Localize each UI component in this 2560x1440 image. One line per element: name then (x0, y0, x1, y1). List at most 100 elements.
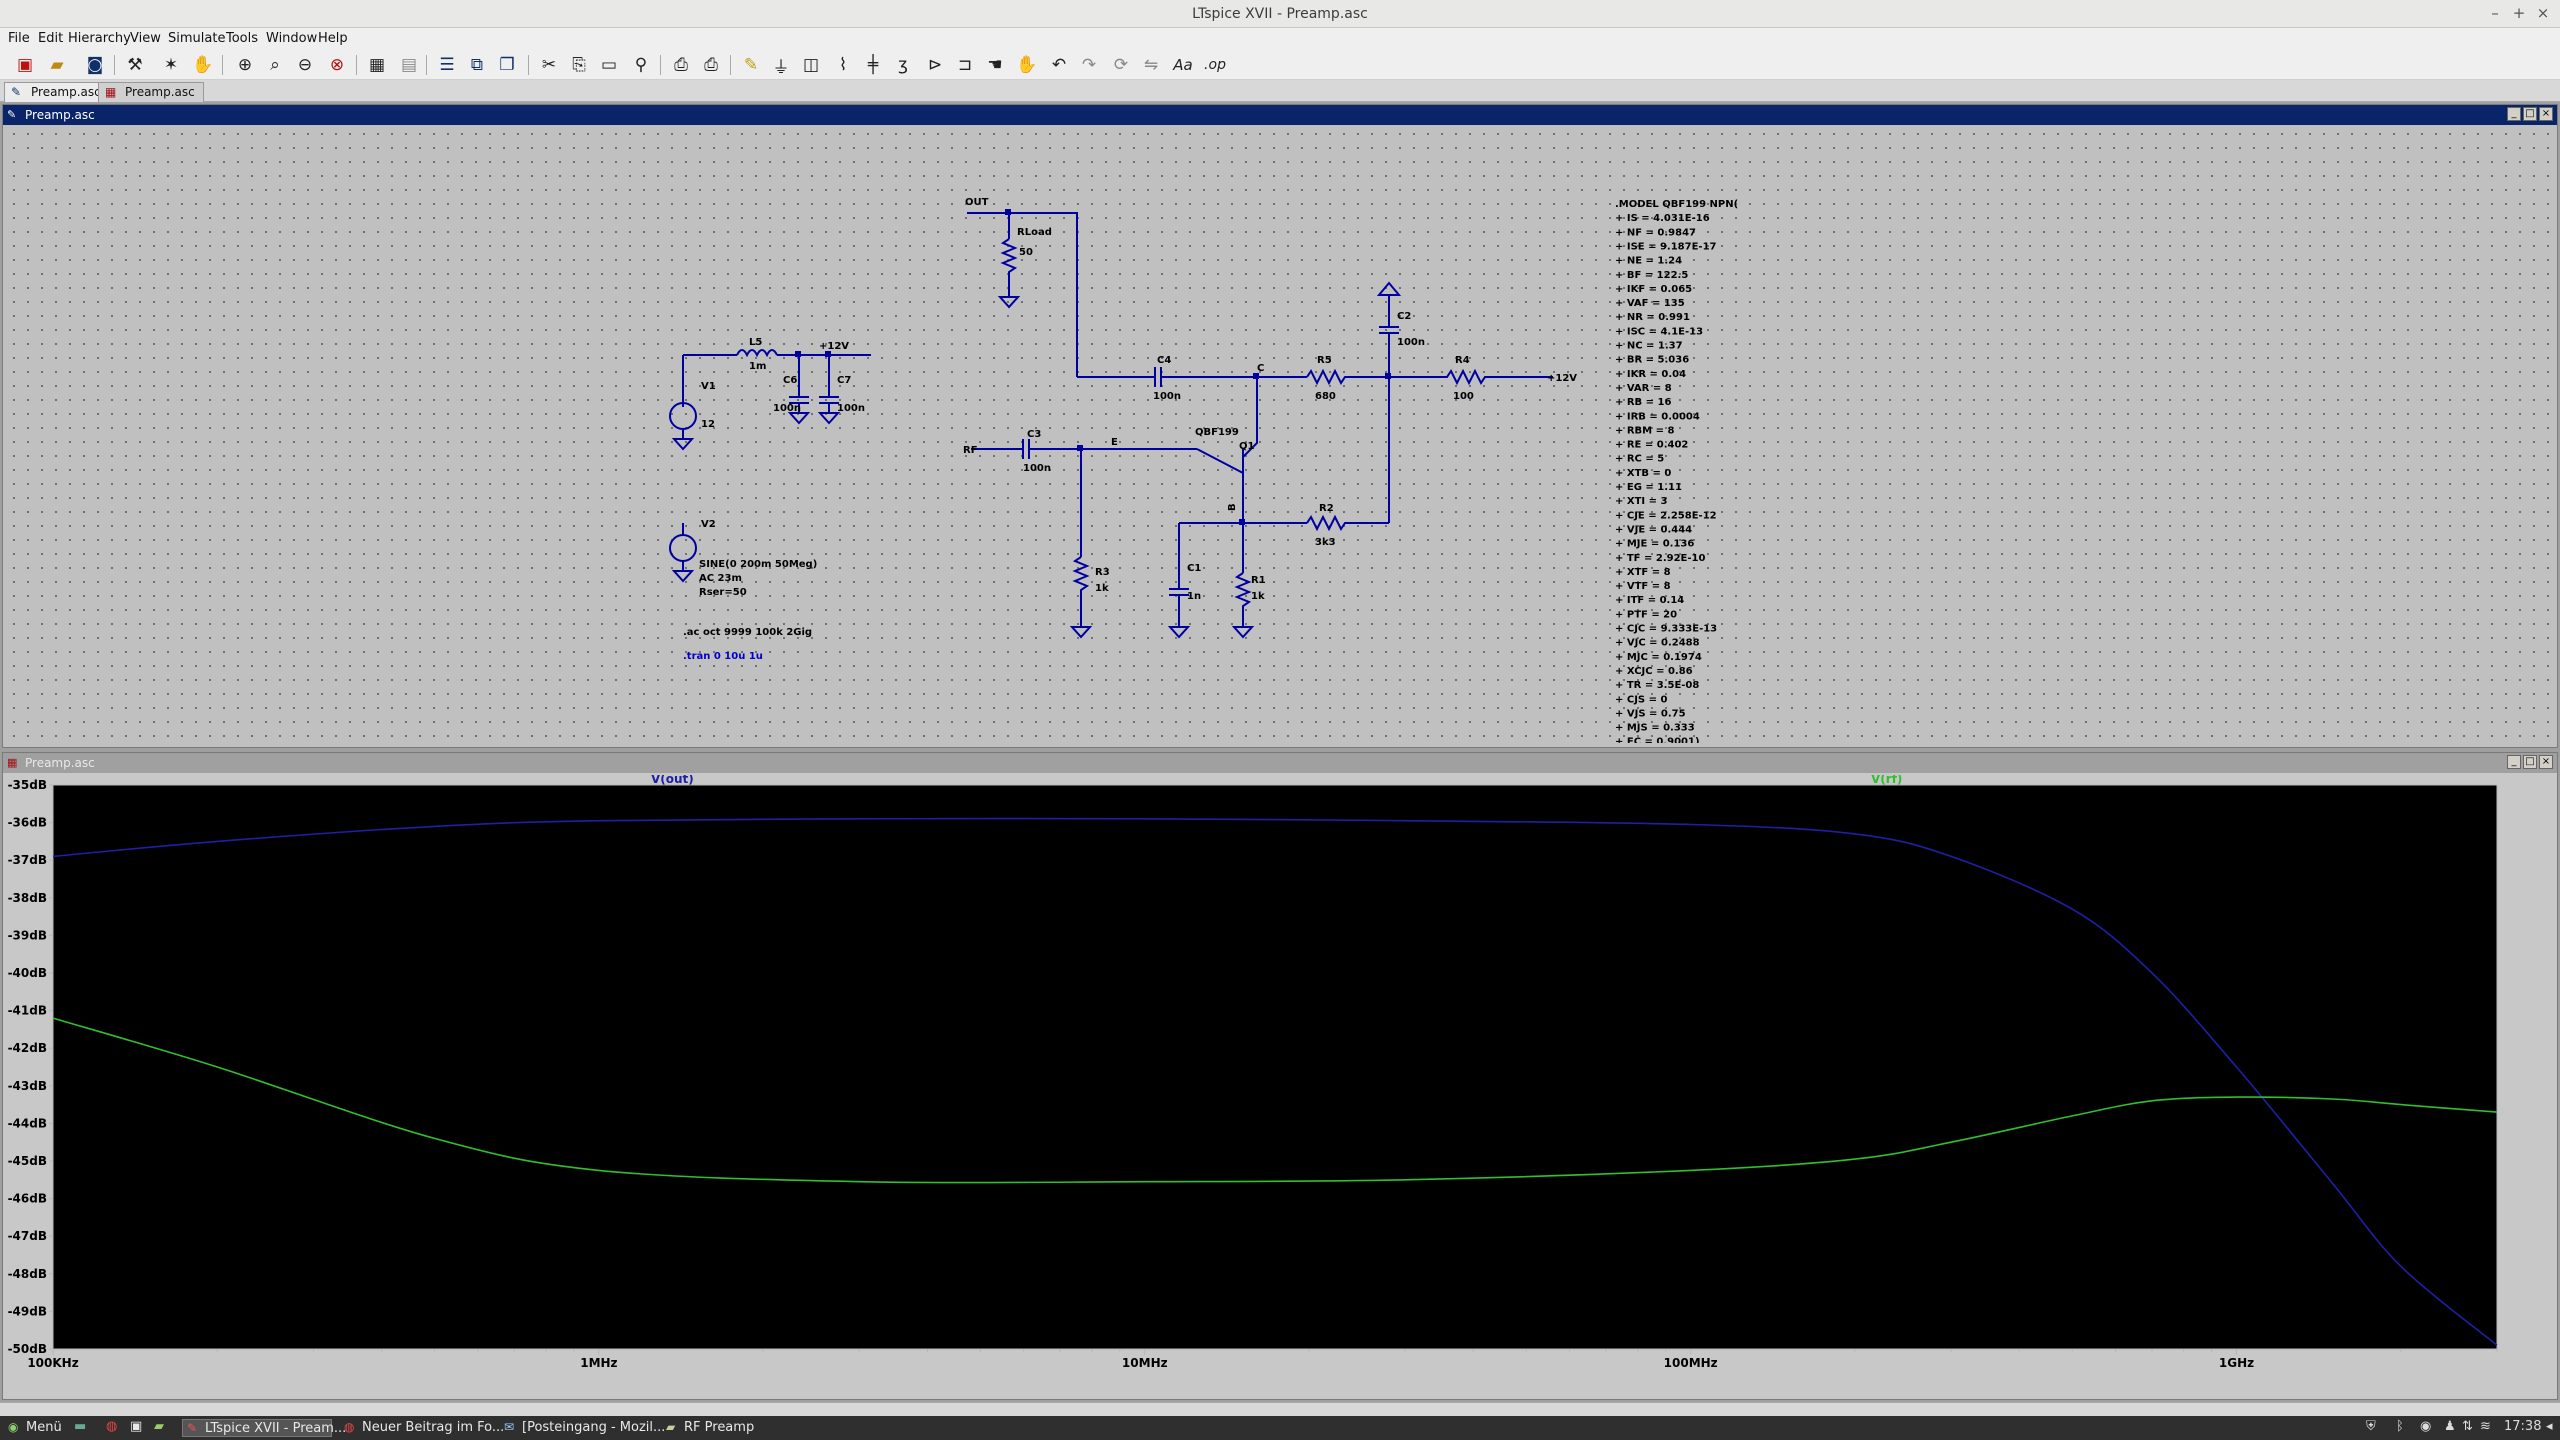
chrome-launcher-icon[interactable]: ◍ (106, 1419, 118, 1434)
taskbar-item-folder[interactable]: ▰ RF Preamp (662, 1419, 782, 1437)
print-setup-icon[interactable]: ⎙ (704, 55, 718, 75)
menu-edit[interactable]: Edit (38, 31, 64, 46)
network-icon[interactable]: ⇅ (2462, 1419, 2473, 1434)
trace-label-vrf[interactable]: V(rf) (1871, 775, 1902, 786)
rotate-icon[interactable]: ⟳ (1113, 55, 1129, 75)
wire-pencil-icon[interactable]: ✎ (743, 55, 759, 75)
ac-directive[interactable]: .ac oct 9999 100k 2Gig (683, 627, 812, 638)
start-menu-button[interactable]: ◉ Menü (4, 1419, 68, 1437)
taskbar-item-chrome[interactable]: ◍ Neuer Beitrag im Fo... (340, 1419, 504, 1437)
clock[interactable]: 17:38 (2504, 1419, 2542, 1434)
files-launcher-icon[interactable]: ▰ (154, 1419, 164, 1434)
menu-help[interactable]: Help (318, 31, 348, 46)
maximize-icon[interactable]: + (2512, 4, 2526, 22)
mirror-icon[interactable]: ⇋ (1143, 55, 1159, 75)
menu-window[interactable]: Window (266, 31, 318, 46)
taskbar-item-thunderbird[interactable]: ✉ [Posteingang - Mozil... (500, 1419, 665, 1437)
c7-value: 100n (837, 403, 865, 414)
pan-icon[interactable]: ⌕ (270, 55, 280, 75)
trace-label-vout[interactable]: V(out) (651, 775, 694, 786)
tile-horizontal-icon[interactable]: ☰ (439, 55, 455, 75)
terminal-launcher-icon[interactable]: ▣ (130, 1419, 143, 1434)
minimize-icon[interactable]: – (2491, 4, 2499, 22)
c6-value: 100n (773, 403, 801, 414)
control-panel-icon[interactable]: ⚒ (127, 55, 143, 75)
y-tick-label: -47dB (8, 1229, 47, 1243)
x-tick-label: 100KHz (27, 1356, 78, 1370)
waveform-plot[interactable]: -35dB-36dB-37dB-38dB-39dB-40dB-41dB-42dB… (3, 775, 2555, 1399)
undo-icon[interactable]: ↶ (1051, 55, 1067, 75)
inductor-icon[interactable]: ʒ (898, 55, 908, 75)
waveform-icon: ▦ (105, 85, 117, 99)
volume-icon[interactable]: ◂ (2546, 1419, 2553, 1434)
window-minimize-button[interactable]: _ (2507, 107, 2521, 121)
show-desktop-icon[interactable]: ▬ (74, 1419, 87, 1434)
tab-schematic[interactable]: ✎ Preamp.asc (4, 82, 110, 102)
zoom-out-icon[interactable]: ⊖ (297, 55, 313, 75)
autorange-icon[interactable]: ▦ (368, 55, 386, 75)
menu-tools[interactable]: Tools (226, 31, 259, 46)
paste-icon[interactable]: ▭ (600, 55, 618, 75)
grid-icon[interactable]: ▤ (400, 55, 418, 75)
mdi-area: ✎ Preamp.asc _ □ × (0, 102, 2560, 1402)
close-icon[interactable]: × (2536, 4, 2550, 22)
menu-simulate[interactable]: Simulate (168, 31, 226, 46)
window-minimize-button[interactable]: _ (2507, 755, 2521, 769)
r4-name: R4 (1455, 355, 1470, 366)
find-icon[interactable]: ⚲ (634, 55, 648, 75)
v2-value-line1: SINE(0 200m 50Meg) (699, 559, 817, 570)
zoom-in-icon[interactable]: ⊕ (237, 55, 253, 75)
redo-icon[interactable]: ↷ (1081, 55, 1097, 75)
net-label-c: C (1257, 363, 1264, 374)
shield-icon[interactable]: ⛨ (2366, 1419, 2376, 1434)
print-icon[interactable]: ⎙ (674, 55, 688, 75)
save-icon[interactable]: ◙ (86, 55, 104, 75)
spice-directive-tool[interactable]: .op (1204, 57, 1226, 73)
component-icon[interactable]: ⊐ (957, 55, 973, 75)
wifi-icon[interactable]: ≋ (2480, 1419, 2491, 1434)
text-tool[interactable]: Aa (1173, 56, 1193, 74)
window-close-button[interactable]: × (2539, 755, 2553, 769)
schematic-canvas[interactable]: OUT RLoad 50 L5 1m +12V V1 12 C6 100n C7… (7, 127, 2553, 762)
y-tick-label: -38dB (8, 891, 47, 905)
cascade-icon[interactable]: ❐ (499, 55, 515, 75)
tran-directive[interactable]: .tran 0 10u 1u (683, 651, 763, 662)
open-folder-icon[interactable]: ▰ (50, 55, 64, 75)
drag-hand-icon[interactable]: ☚ (987, 55, 1003, 75)
tab-waveform[interactable]: ▦ Preamp.asc (98, 82, 204, 102)
y-tick-label: -44dB (8, 1116, 47, 1130)
capacitor-icon[interactable]: ╪ (867, 55, 879, 75)
resistor-icon[interactable]: ⌇ (838, 55, 848, 75)
trace-vout[interactable] (52, 817, 2498, 1346)
menu-file[interactable]: File (8, 31, 30, 46)
window-restore-button[interactable]: □ (2523, 107, 2537, 121)
window-restore-button[interactable]: □ (2523, 755, 2537, 769)
diode-icon[interactable]: ⊳ (927, 55, 943, 75)
update-icon[interactable]: ◉ (2420, 1419, 2432, 1434)
user-icon[interactable]: ♟ (2444, 1419, 2456, 1434)
plot-area[interactable] (52, 784, 2498, 1350)
c2-name: C2 (1397, 311, 1411, 322)
window-close-button[interactable]: × (2539, 107, 2553, 121)
bluetooth-icon[interactable]: ᛒ (2396, 1419, 2404, 1434)
menu-hierarchy[interactable]: Hierarchy (68, 31, 131, 46)
zoom-fit-icon[interactable]: ⊗ (329, 55, 345, 75)
trace-vrf[interactable] (52, 1017, 2498, 1184)
tile-vertical-icon[interactable]: ⧉ (470, 55, 484, 75)
run-icon[interactable]: ✶ (163, 55, 179, 75)
new-schematic-icon[interactable]: ▣ (16, 55, 34, 75)
halt-icon[interactable]: ✋ (192, 55, 214, 75)
model-card[interactable]: .MODEL QBF199 NPN(+ IS = 4.031E-16+ NF =… (1615, 199, 1738, 762)
start-menu-label: Menü (26, 1420, 62, 1435)
mint-logo-icon: ◉ (8, 1420, 19, 1434)
taskbar-item-ltspice[interactable]: ✎ LTspice XVII - Pream... (182, 1419, 346, 1437)
r1-value: 1k (1251, 591, 1265, 602)
model-card-line: .MODEL QBF199 NPN( (1615, 199, 1738, 210)
copy-icon[interactable]: ⎘ (572, 55, 586, 75)
cut-icon[interactable]: ✂ (541, 55, 557, 75)
move-hand-icon[interactable]: ✋ (1016, 55, 1038, 75)
menu-view[interactable]: View (130, 31, 161, 46)
label-net-icon[interactable]: ◫ (802, 55, 820, 75)
model-card-line: + FC = 0.9001) (1615, 737, 1700, 743)
ground-icon[interactable]: ⏚ (772, 57, 790, 78)
